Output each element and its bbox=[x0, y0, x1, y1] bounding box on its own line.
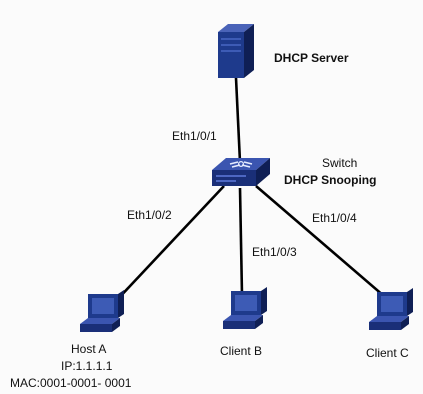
switch-icon bbox=[212, 158, 270, 186]
link-switch-client-b bbox=[238, 187, 244, 296]
client-b-name: Client B bbox=[220, 344, 263, 358]
host-a-name: Host A bbox=[71, 342, 107, 356]
host-a-mac: MAC:0001-0001- 0001 bbox=[10, 376, 132, 390]
server-label: DHCP Server bbox=[274, 51, 349, 65]
link-switch-client-c bbox=[255, 185, 385, 297]
computer-icon bbox=[223, 287, 267, 329]
switch-name-label: Switch bbox=[322, 156, 358, 170]
switch-feature-label: DHCP Snooping bbox=[284, 173, 377, 187]
client-c-name: Client C bbox=[366, 346, 409, 360]
server-icon bbox=[218, 24, 254, 78]
computer-icon bbox=[369, 288, 413, 330]
host-a-ip: IP:1.1.1.1 bbox=[61, 359, 113, 373]
computer-icon bbox=[80, 290, 124, 332]
port-label-client-b: Eth1/0/3 bbox=[252, 245, 297, 259]
link-switch-host-a bbox=[114, 185, 225, 303]
port-label-client-c: Eth1/0/4 bbox=[312, 211, 357, 225]
port-label-uplink: Eth1/0/1 bbox=[172, 129, 217, 143]
link-server-switch bbox=[234, 77, 242, 163]
port-label-host-a: Eth1/0/2 bbox=[127, 208, 172, 222]
